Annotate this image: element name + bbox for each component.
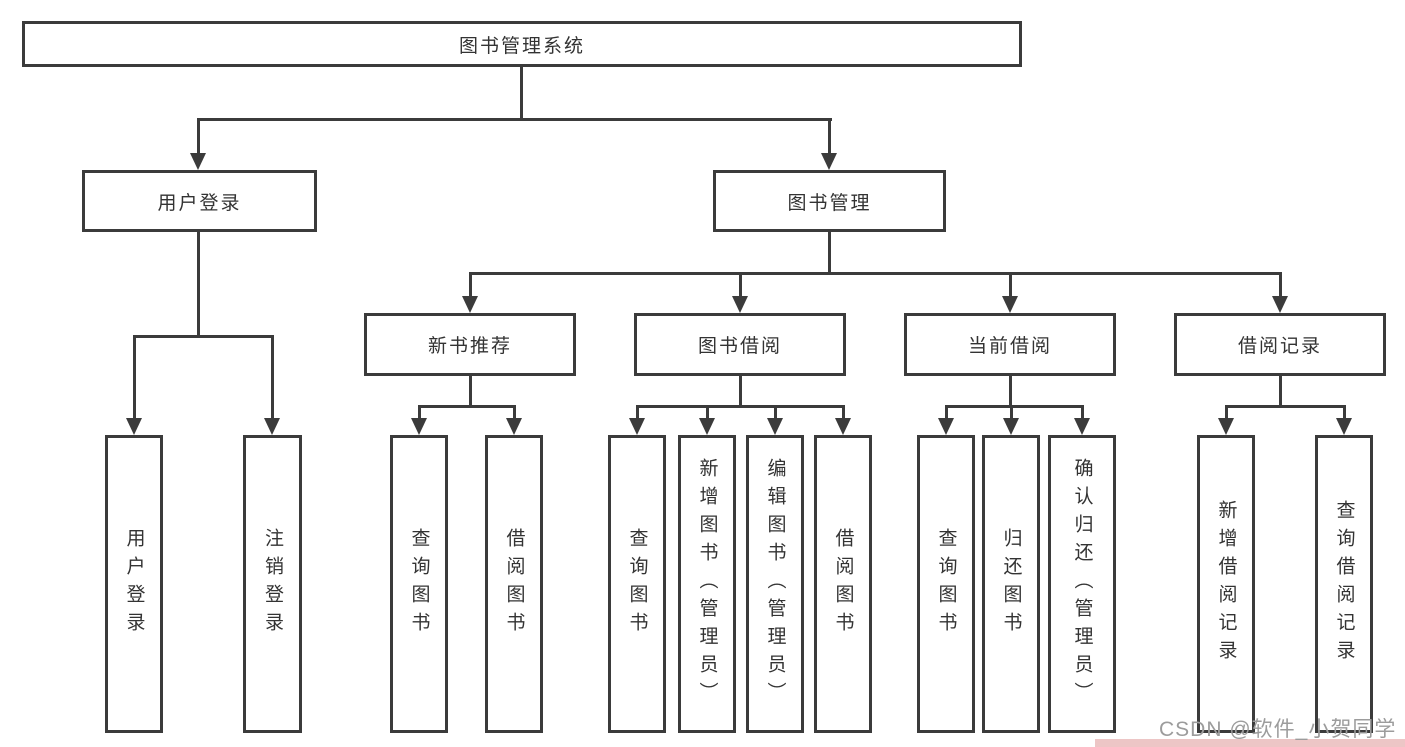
arrowhead-down bbox=[821, 153, 837, 170]
leaf-label: 查询图书 bbox=[935, 528, 957, 640]
csdn-watermark: CSDN @软件_小贺同学 bbox=[1159, 718, 1397, 741]
connector-to-user-login bbox=[197, 118, 200, 154]
connector-to-leaf bbox=[706, 405, 709, 419]
leaf-label: 编辑图书（管理员） bbox=[764, 458, 786, 710]
arrowhead-down bbox=[506, 418, 522, 435]
connector-to-leaf bbox=[1343, 405, 1346, 419]
connector-to-leaf bbox=[774, 405, 777, 419]
node-label: 图书管理系统 bbox=[458, 35, 585, 57]
node-label: 图书借阅 bbox=[697, 336, 782, 357]
leaf-label: 查询图书 bbox=[408, 528, 430, 640]
connector-branch bbox=[1225, 405, 1345, 408]
arrowhead-down bbox=[126, 418, 142, 435]
leaf-return-book: 归还图书 bbox=[982, 435, 1040, 733]
node-new-book-recommend: 新书推荐 bbox=[364, 313, 576, 376]
connector-drop bbox=[1009, 376, 1012, 405]
node-label: 图书管理 bbox=[787, 192, 872, 214]
connector-to-level3 bbox=[1279, 272, 1282, 298]
node-user-login: 用户登录 bbox=[82, 170, 317, 232]
connector-to-leaf bbox=[1081, 405, 1084, 419]
connector-book-management-branch bbox=[469, 272, 1282, 275]
connector-to-leaf bbox=[271, 335, 274, 419]
leaf-label: 借阅图书 bbox=[832, 528, 854, 640]
leaf-label: 查询借阅记录 bbox=[1333, 500, 1355, 668]
arrowhead-down bbox=[938, 418, 954, 435]
leaf-add-book-admin: 新增图书（管理员） bbox=[678, 435, 736, 733]
leaf-edit-book-admin: 编辑图书（管理员） bbox=[746, 435, 804, 733]
connector-to-leaf bbox=[636, 405, 639, 419]
leaf-label: 借阅图书 bbox=[503, 528, 525, 640]
connector-to-level3 bbox=[469, 272, 472, 298]
leaf-query-books-recommend: 查询图书 bbox=[390, 435, 448, 733]
node-current-borrow: 当前借阅 bbox=[904, 313, 1116, 376]
leaf-label: 新增借阅记录 bbox=[1215, 500, 1237, 668]
connector-user-login-drop bbox=[197, 232, 200, 335]
leaf-user-login: 用户登录 bbox=[105, 435, 163, 733]
node-label: 新书推荐 bbox=[427, 336, 512, 357]
connector-to-leaf bbox=[133, 335, 136, 419]
arrowhead-down bbox=[699, 418, 715, 435]
connector-user-login-branch bbox=[133, 335, 274, 338]
connector-to-book-management bbox=[828, 118, 831, 154]
leaf-label: 归还图书 bbox=[1000, 528, 1022, 640]
connector-to-leaf bbox=[842, 405, 845, 419]
arrowhead-down bbox=[732, 296, 748, 313]
node-label: 用户登录 bbox=[157, 192, 242, 214]
arrowhead-down bbox=[1218, 418, 1234, 435]
leaf-label: 注销登录 bbox=[262, 528, 283, 640]
connector-to-level3 bbox=[1009, 272, 1012, 298]
leaf-query-borrow-record: 查询借阅记录 bbox=[1315, 435, 1373, 733]
arrowhead-down bbox=[835, 418, 851, 435]
leaf-label: 确认归还（管理员） bbox=[1071, 458, 1093, 710]
arrowhead-down bbox=[264, 418, 280, 435]
leaf-borrow-books-recommend: 借阅图书 bbox=[485, 435, 543, 733]
node-library-management-system: 图书管理系统 bbox=[22, 21, 1022, 67]
arrowhead-down bbox=[1336, 418, 1352, 435]
connector-to-leaf bbox=[1225, 405, 1228, 419]
leaf-add-borrow-record: 新增借阅记录 bbox=[1197, 435, 1255, 733]
connector-to-leaf bbox=[945, 405, 948, 419]
connector-root-branch bbox=[197, 118, 832, 121]
node-label: 当前借阅 bbox=[967, 336, 1052, 357]
leaf-borrow-books: 借阅图书 bbox=[814, 435, 872, 733]
leaf-label: 新增图书（管理员） bbox=[696, 458, 718, 710]
leaf-label: 查询图书 bbox=[626, 528, 648, 640]
leaf-query-books-current: 查询图书 bbox=[917, 435, 975, 733]
connector-book-management-drop bbox=[828, 232, 831, 272]
arrowhead-down bbox=[462, 296, 478, 313]
arrowhead-down bbox=[1074, 418, 1090, 435]
leaf-confirm-return-admin: 确认归还（管理员） bbox=[1048, 435, 1116, 733]
arrowhead-down bbox=[190, 153, 206, 170]
leaf-label: 用户登录 bbox=[123, 528, 145, 640]
leaf-logout: 注销登录 bbox=[243, 435, 302, 733]
connector-branch bbox=[418, 405, 515, 408]
node-book-borrow: 图书借阅 bbox=[634, 313, 846, 376]
connector-to-leaf bbox=[513, 405, 516, 419]
arrowhead-down bbox=[1002, 296, 1018, 313]
accent-strip bbox=[1095, 739, 1405, 747]
connector-root-drop bbox=[520, 67, 523, 118]
node-label: 借阅记录 bbox=[1237, 336, 1322, 357]
leaf-query-books-borrow: 查询图书 bbox=[608, 435, 666, 733]
arrowhead-down bbox=[767, 418, 783, 435]
connector-drop bbox=[1279, 376, 1282, 405]
node-book-management: 图书管理 bbox=[713, 170, 946, 232]
connector-branch bbox=[945, 405, 1083, 408]
node-borrow-record: 借阅记录 bbox=[1174, 313, 1386, 376]
connector-to-leaf bbox=[418, 405, 421, 419]
connector-to-level3 bbox=[739, 272, 742, 298]
connector-drop bbox=[739, 376, 742, 405]
connector-to-leaf bbox=[1010, 405, 1013, 419]
arrowhead-down bbox=[1272, 296, 1288, 313]
arrowhead-down bbox=[1003, 418, 1019, 435]
connector-drop bbox=[469, 376, 472, 405]
connector-branch bbox=[636, 405, 844, 408]
arrowhead-down bbox=[629, 418, 645, 435]
arrowhead-down bbox=[411, 418, 427, 435]
